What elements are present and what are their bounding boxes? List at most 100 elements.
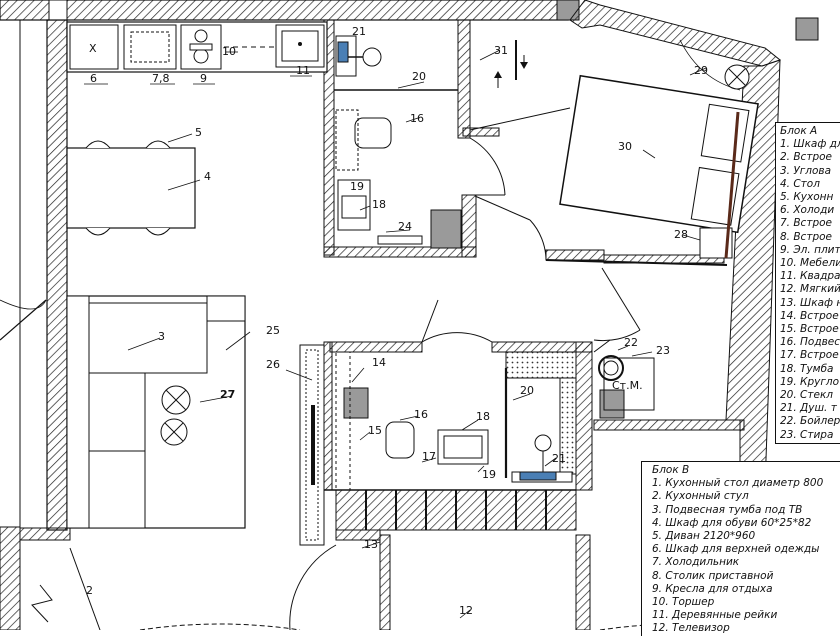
sink-cabinet (437, 429, 489, 465)
legend-block-a-item: 21. Душ. т (780, 402, 837, 415)
legend-block-a-item: 3. Углова (780, 164, 832, 177)
label-28: 28 (674, 228, 688, 241)
legend-block-b-item: 8. Столик приставной (652, 569, 774, 582)
bottom-partition-column (379, 534, 391, 630)
sink-drain (298, 42, 302, 46)
shower-valve (337, 41, 349, 63)
column (430, 209, 462, 249)
label-5: 5 (195, 126, 202, 139)
boiler (598, 355, 624, 381)
legend-block-b-item: 6. Шкаф для верхней одежды (652, 543, 820, 556)
corridor-wall (593, 419, 745, 431)
label-17: 17 (422, 450, 436, 463)
legend-block-a-item: 5. Кухонн (780, 191, 834, 204)
toilet-tank-lower (385, 421, 415, 459)
legend-block-a-item: 15. Встрое (780, 323, 839, 336)
chair (145, 140, 171, 149)
label-2: 2 (86, 584, 93, 597)
door-swing (421, 332, 493, 343)
sofa-seat-mid (88, 372, 146, 452)
label-19-top: 19 (350, 180, 364, 193)
closet-arrow-head (520, 62, 528, 69)
door-leaf (421, 299, 439, 343)
built-in-shelf (335, 351, 351, 491)
legend-block-a-item: 20. Стекл (780, 389, 833, 402)
lamp-cross (165, 389, 187, 411)
door-swing (529, 219, 547, 261)
label-19-bottom: 19 (482, 468, 496, 481)
dining-table (66, 147, 196, 229)
legend-block-a-item: 18. Тумба (780, 362, 834, 375)
tv (311, 405, 315, 485)
washing-machine (603, 357, 655, 411)
label-6: 6 (90, 72, 97, 85)
label-25: 25 (266, 324, 280, 337)
top-wall (0, 0, 569, 21)
label-16-bottom: 16 (414, 408, 428, 421)
legend-block-a-item: 19. Кругло (780, 375, 840, 388)
bedroom-top-wall (569, 0, 782, 67)
fridge (69, 24, 119, 70)
legend-block-b-item: 1. Кухонный стол диаметр 800 (652, 477, 824, 490)
column (343, 387, 369, 419)
legend-block-a-item: 1. Шкаф дл (780, 138, 840, 151)
lamp-cross (164, 422, 184, 442)
shower-head (362, 47, 382, 67)
sofa-arm (206, 295, 246, 322)
bed (559, 74, 759, 234)
legend-block-a-item: 23. Стира (780, 428, 834, 441)
shower-head-lower (534, 434, 552, 452)
label-29: 29 (694, 64, 708, 77)
legend-block-a-title: Блок А (780, 125, 818, 137)
closet-arrow-head (494, 71, 502, 78)
label-20-bottom: 20 (520, 384, 534, 397)
legend-block-a-item: 12. Мягкий (780, 283, 840, 296)
label-4: 4 (204, 170, 211, 183)
legend-block-a-item: 4. Стол (780, 177, 820, 190)
label-20-top: 20 (412, 70, 426, 83)
label-10: 10 (222, 45, 236, 58)
bedroom-bottom-wall-hatch (545, 249, 605, 261)
legend-block-b-item: 10. Торшер (652, 596, 715, 609)
legend-block-b-title: Блок В (652, 464, 690, 476)
legend-block-a-item: 2. Встрое (780, 151, 832, 164)
left-window-door (0, 299, 47, 341)
column (48, 0, 68, 21)
legend-block-b-item: 12. Телевизор (652, 622, 730, 635)
label-14: 14 (372, 356, 386, 369)
stair-zigzag (31, 584, 53, 623)
label-9: 9 (200, 72, 207, 85)
bedroom-rails (724, 111, 740, 259)
shower-area (505, 351, 577, 379)
label-18-bottom: 18 (476, 410, 490, 423)
floor-lamp-cross (728, 68, 746, 86)
label-13: 13 (364, 538, 378, 551)
label-21-top: 21 (352, 25, 366, 38)
tv-panel-inner (305, 349, 319, 541)
sofa-seat-lower (88, 450, 146, 529)
label-16-top: 16 (410, 112, 424, 125)
legend-block-a-item: 16. Подвес (780, 336, 840, 349)
toilet-bowl (335, 109, 359, 171)
chair (85, 227, 111, 236)
label-24: 24 (398, 220, 412, 233)
round-sink (341, 195, 367, 219)
legend-block-b-item: 2. Кухонный стул (652, 490, 749, 503)
legend-block-a-item: 7. Встрое (780, 217, 832, 230)
built-in-cabinet-inner (130, 31, 170, 63)
label-23: 23 (656, 344, 670, 357)
label-21-bottom: 21 (552, 452, 566, 465)
legend-block-a-item: 14. Встрое (780, 309, 839, 322)
legend-block-b-item: 4. Шкаф для обуви 60*25*82 (652, 516, 812, 529)
legend-block-a-item: 10. Мебели (780, 257, 840, 270)
legend-block-a-item: 11. Квадра (780, 270, 840, 283)
door-swing (469, 137, 506, 196)
legend-block-b-item: 3. Подвесная тумба под ТВ (652, 503, 803, 516)
towel-rail (377, 235, 423, 245)
shower-valve-lower (519, 471, 557, 481)
chair (145, 227, 171, 236)
sofa-seat-upper (88, 302, 208, 374)
